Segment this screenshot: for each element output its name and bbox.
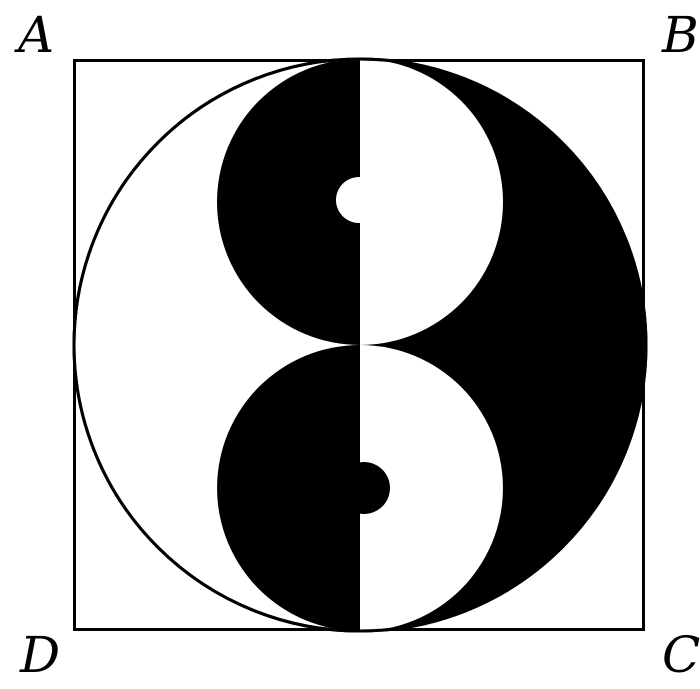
label-a: A (14, 6, 54, 64)
white-dot (336, 177, 382, 223)
outer-circle-outline (72, 57, 648, 633)
yin-top-lobe (217, 59, 360, 345)
yin-region (217, 59, 646, 631)
label-d: D (19, 626, 60, 684)
label-c: C (662, 626, 700, 684)
yang-bottom-lobe (360, 345, 503, 631)
label-b: B (661, 6, 699, 64)
black-dot (338, 462, 390, 514)
